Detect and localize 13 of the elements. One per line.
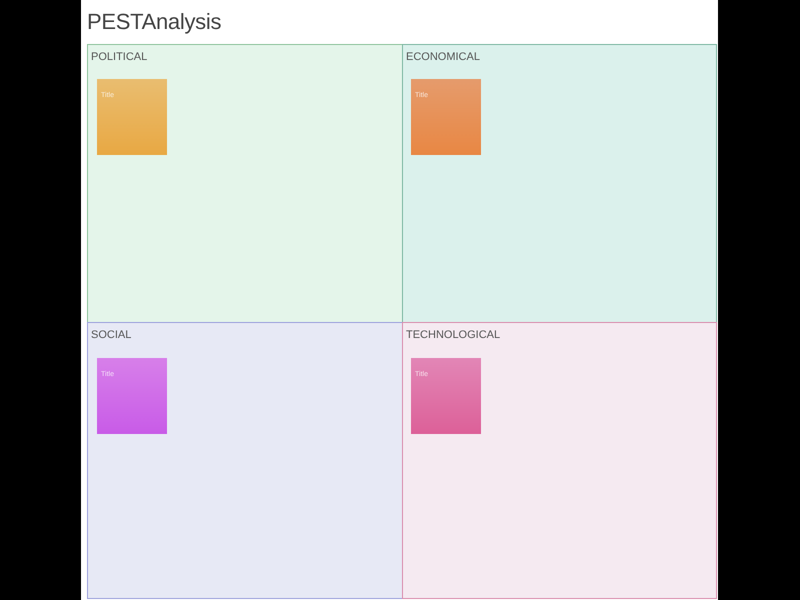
quadrant-panel <box>87 44 403 322</box>
quadrant-panel <box>87 322 403 599</box>
sticky-note <box>97 79 167 155</box>
quadrant-heading: SOCIAL <box>91 328 132 342</box>
quadrant-heading: ECONOMICAL <box>406 51 480 64</box>
page-title: PESTAnalysis <box>87 9 222 35</box>
quadrant-heading: TECHNOLOGICAL <box>406 328 500 342</box>
quadrant-panel <box>402 44 717 322</box>
quadrant-heading: POLITICAL <box>91 51 148 64</box>
sticky-note <box>411 358 481 434</box>
quadrant-panel <box>402 322 717 599</box>
sticky-note <box>411 79 481 155</box>
sticky-note <box>97 358 167 434</box>
